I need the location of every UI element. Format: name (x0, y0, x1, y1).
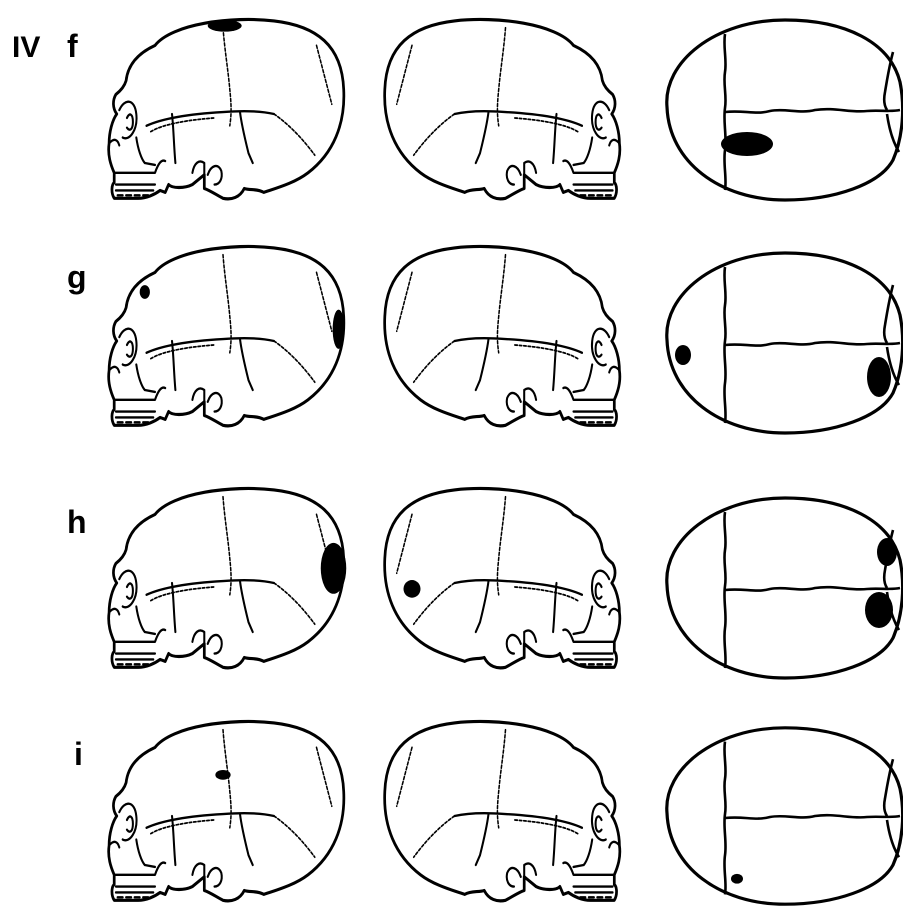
row-f: f (67, 19, 903, 200)
lesion-occipital-large (321, 543, 347, 594)
lesion-coronal-small (215, 770, 230, 780)
lesion-frontal-small (140, 285, 150, 299)
lesion-occipital-left (877, 538, 897, 566)
row-g: g (67, 246, 903, 433)
row-label-h: h (67, 504, 87, 540)
skull-top-view-h (667, 498, 903, 678)
group-label: IV (12, 31, 40, 64)
skull-top-view-f (667, 20, 903, 200)
skull-left-lateral-h (385, 488, 620, 667)
row-i: i (74, 721, 903, 904)
row-h: h (67, 488, 903, 678)
lesion-frontal (675, 345, 691, 365)
lesion-frontal-right-small (731, 874, 743, 884)
lesion-frontal-small (404, 580, 421, 598)
lesion-vertex (208, 20, 242, 32)
row-label-f: f (67, 28, 78, 64)
skull-left-lateral-g (385, 246, 620, 425)
skull-right-lateral-i (109, 721, 344, 900)
row-label-g: g (67, 259, 87, 295)
skull-top-view-g (667, 253, 903, 433)
skull-left-lateral-i (385, 721, 620, 900)
lesion-occipital (333, 310, 345, 349)
skull-top-view-i (667, 728, 903, 904)
lesion-right-parietal (721, 132, 773, 156)
lesion-occipital-right (867, 357, 891, 397)
row-label-i: i (74, 736, 83, 772)
skull-left-lateral-f (385, 19, 620, 198)
lesion-occipital-right (865, 592, 893, 628)
skull-right-lateral-h (109, 488, 347, 667)
skull-right-lateral-g (109, 246, 345, 425)
skull-right-lateral-f (109, 19, 344, 198)
